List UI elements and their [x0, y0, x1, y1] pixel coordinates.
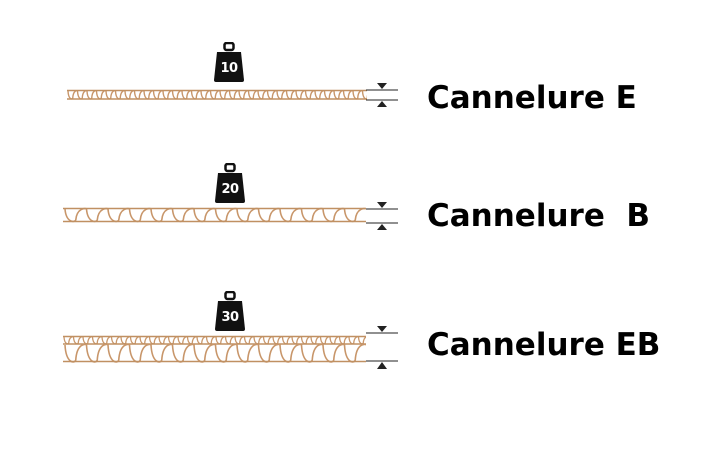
- corrugated-board-b-flute: [63, 206, 366, 224]
- thickness-gauge-icon: [366, 82, 398, 108]
- weight-value: 20: [221, 182, 239, 197]
- weight-value: 10: [220, 61, 238, 76]
- thickness-gauge-icon: [366, 201, 398, 231]
- flute-row-eb: 30 Cannelure EB: [0, 0, 720, 369]
- flute-label: Cannelure EB: [427, 327, 661, 363]
- corrugated-board-e-flute: [67, 88, 367, 102]
- thickness-gauge-icon: [366, 324, 398, 370]
- flute-row-b: 20 Cannelure B: [0, 0, 720, 234]
- flute-label: Cannelure E: [427, 80, 637, 116]
- flute-row-e: 10 Cannelure E: [0, 0, 720, 116]
- corrugated-board-eb-flute: [63, 334, 366, 364]
- weight-icon: 10: [214, 42, 244, 82]
- weight-value: 30: [221, 310, 239, 325]
- weight-icon: 30: [215, 291, 245, 331]
- weight-icon: 20: [215, 163, 245, 203]
- flute-label: Cannelure B: [427, 198, 651, 234]
